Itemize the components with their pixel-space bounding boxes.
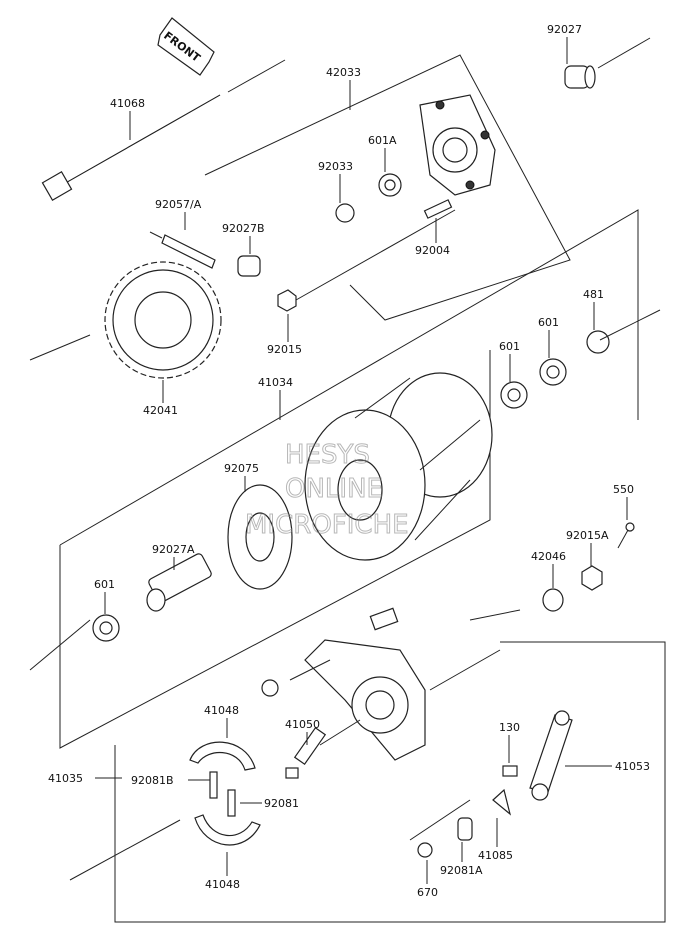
bolt-icon [502,765,518,777]
nut-92015a-icon [581,565,603,591]
label-41048-bottom: 41048 [205,878,240,891]
snap-ring-icon [335,203,355,223]
label-92057a: 92057/A [155,198,202,211]
label-41048-top: 41048 [204,704,239,717]
label-41035: 41035 [48,772,83,785]
label-92075: 92075 [224,462,259,475]
rear-hub-icon [419,94,496,196]
label-601-left: 601 [94,578,115,591]
nut-icon [277,209,456,312]
circlip-icon [586,330,610,354]
bearing-601-top-icon [539,358,567,386]
axle-icon [41,59,286,201]
label-92081a: 92081A [440,864,483,877]
label-601a: 601A [368,134,397,147]
bearing-601a-icon [378,173,402,197]
cotter-pin-icon [617,522,635,549]
o-ring-670-icon [417,842,433,858]
wheel-hub-icon [304,372,493,561]
chain-icon [149,231,216,269]
brake-panel-icon [304,607,426,761]
label-41050: 41050 [285,718,320,731]
watermark-line2: ONLINE [285,474,383,504]
damper-icon [227,484,293,590]
label-130: 130 [499,721,520,734]
label-481: 481 [583,288,604,301]
brake-panel-outline [114,641,666,923]
spring-92081a-icon [457,817,473,841]
label-92081: 92081 [264,797,299,810]
watermark-line1: HESYS [285,440,370,470]
label-92004: 92004 [415,244,450,257]
label-92081b: 92081B [131,774,174,787]
o-ring-icon [261,679,279,697]
bearing-601-mid-icon [500,381,528,409]
label-92015a: 92015A [566,529,609,542]
label-550: 550 [613,483,634,496]
hub-assembly-outline [204,54,571,321]
watermark-line3: MICROFICHE [245,510,409,540]
watermark: HESYS ONLINE MICROFICHE [245,440,410,541]
label-41053: 41053 [615,760,650,773]
label-92027: 92027 [547,23,582,36]
direction-lines [29,309,661,881]
brake-lever-icon [529,710,573,801]
brake-shoe-bottom-icon [194,814,261,846]
label-41085: 41085 [478,849,513,862]
leader-lines [95,37,628,884]
collar-92027b-icon [237,255,261,277]
front-arrow-icon: FRONT [157,17,215,76]
camshaft-icon [285,726,327,779]
label-601-top: 601 [538,316,559,329]
label-92027a: 92027A [152,543,195,556]
label-42033: 42033 [326,66,361,79]
label-92015: 92015 [267,343,302,356]
collar-42046-icon [542,588,564,612]
label-42041: 42041 [143,404,178,417]
bearing-601-left-icon [92,614,120,642]
label-92027b: 92027B [222,222,265,235]
sprocket-icon [104,261,222,379]
label-42046: 42046 [531,550,566,563]
label-41068: 41068 [110,97,145,110]
indicator-icon [492,788,512,816]
label-601-mid: 601 [499,340,520,353]
wheel-assembly-outline-top [59,209,639,546]
label-670: 670 [417,886,438,899]
spring-icon [209,771,236,817]
label-92033: 92033 [318,160,353,173]
brake-shoe-top-icon [189,741,256,771]
collar-icon [564,37,651,89]
collar-92027a-icon [146,553,212,612]
label-41034: 41034 [258,376,293,389]
part-labels: 92027 42033 41068 601A 92033 92057/A 920… [48,23,650,899]
stud-icon [423,199,453,219]
